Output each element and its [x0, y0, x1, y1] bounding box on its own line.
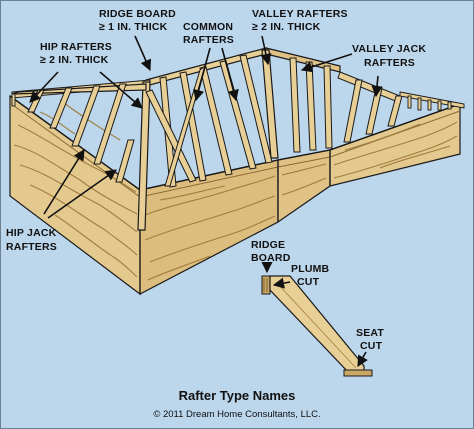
label-hip-jack-1: HIP JACK [6, 227, 57, 239]
label-plumb-cut-2: CUT [297, 276, 320, 288]
label-detail-ridge-2: BOARD [251, 252, 291, 264]
arrow-valley-rafters [260, 35, 272, 66]
caption-title: Rafter Type Names [179, 388, 296, 403]
arrow-valley-jack [300, 53, 353, 73]
left-gable-studs [11, 93, 16, 107]
label-seat-cut-2: CUT [360, 340, 383, 352]
label-common-2: RAFTERS [183, 34, 234, 46]
arrow-hip-jack-1 [47, 169, 117, 219]
label-plumb-cut-1: PLUMB [291, 263, 330, 275]
arrow-hip-rafters [99, 71, 143, 109]
label-hip-rafters-2: ≥ 2 IN. THICK [40, 54, 109, 66]
gable-studs [399, 91, 465, 111]
arrow-hip-jack-2 [43, 149, 85, 215]
label-detail-ridge-1: RIDGE [251, 239, 285, 251]
label-hip-jack-2: RAFTERS [6, 241, 57, 253]
caption-copyright: © 2011 Dream Home Consultants, LLC. [153, 409, 320, 420]
label-ridge-board-2: ≥ 1 IN. THICK [99, 21, 168, 33]
label-hip-rafters-1: HIP RAFTERS [40, 41, 112, 53]
arrow-plumb-cut [272, 277, 291, 289]
labels: RIDGE BOARD ≥ 1 IN. THICK HIP RAFTERS ≥ … [6, 8, 426, 352]
label-valley-jack-2: RAFTERS [364, 57, 415, 69]
arrow-valley-jack-2 [371, 75, 383, 98]
wood-grain [13, 99, 458, 281]
wall-sheathing [9, 94, 461, 296]
hip-jack-rafters [27, 83, 135, 183]
leader-arrows [29, 35, 383, 367]
rafter-detail [261, 275, 373, 377]
label-ridge-board-1: RIDGE BOARD [99, 8, 176, 20]
label-valley-2: ≥ 2 IN. THICK [252, 21, 321, 33]
label-valley-1: VALLEY RAFTERS [252, 8, 348, 20]
arrow-hip-rafters-left [29, 71, 59, 103]
valley-rafter [261, 49, 279, 159]
label-common-1: COMMON [183, 21, 233, 33]
hip-rafters [11, 81, 151, 231]
arrow-ridge-board [134, 35, 152, 72]
arrow-seat-cut [357, 351, 368, 367]
arrow-common-rafters-2 [221, 47, 239, 102]
label-seat-cut-1: SEAT [356, 327, 384, 339]
label-valley-jack-1: VALLEY JACK [352, 43, 426, 55]
arrow-common-rafters [193, 47, 211, 102]
common-rafters [159, 54, 273, 188]
